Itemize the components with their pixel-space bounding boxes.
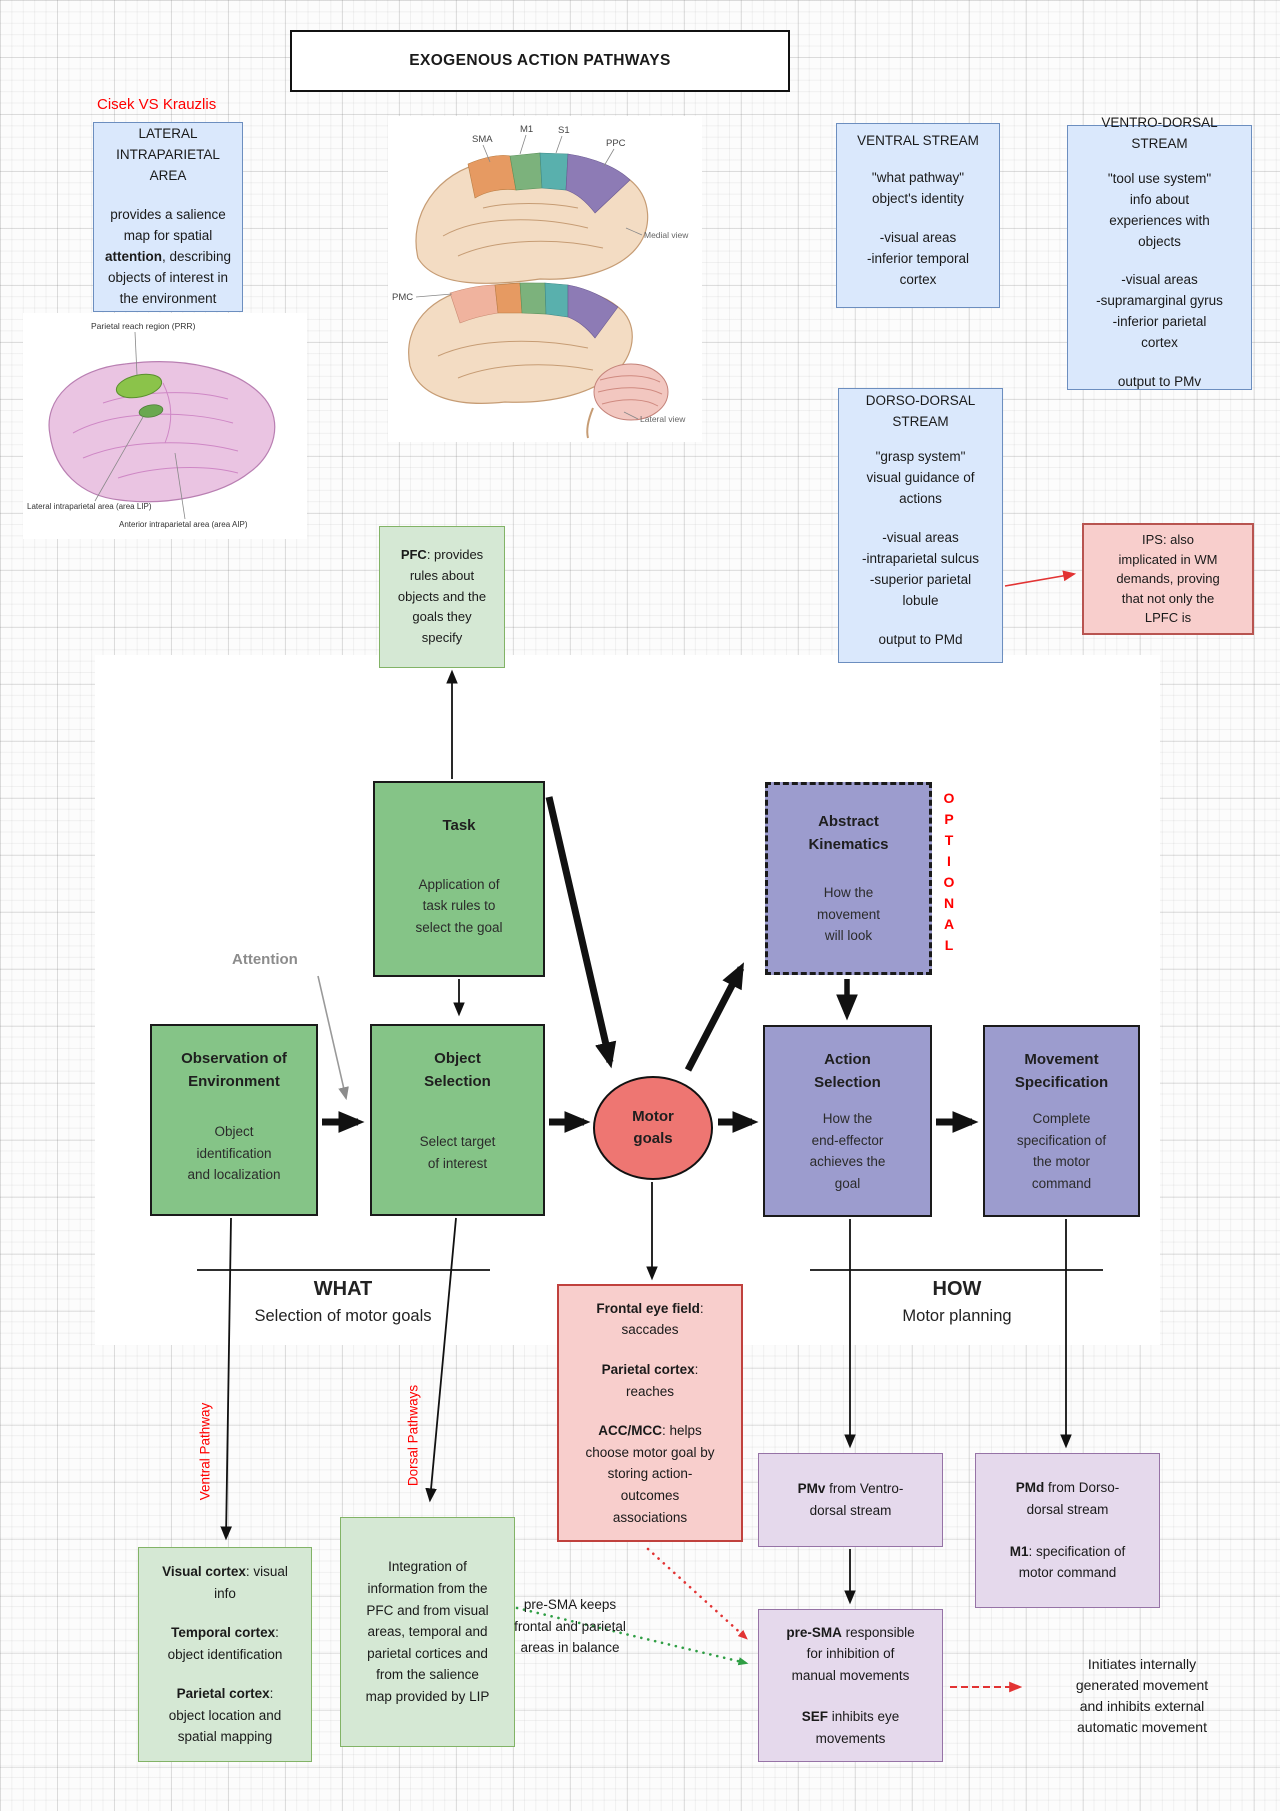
dorso-dorsal-p1: "grasp system" visual guidance of action…	[866, 449, 975, 507]
ventral-stream-box: VENTRAL STREAM "what pathway" object's i…	[836, 123, 1000, 308]
lateral-view-brain	[408, 282, 669, 439]
node-motor-goals: Motor goals	[593, 1076, 713, 1180]
what-title: WHAT	[313, 1278, 373, 1300]
arrow-attention-to-object-selection	[317, 975, 349, 1101]
integration-text: Integration of information from the PFC …	[365, 1559, 490, 1704]
what-section-label: WHAT Selection of motor goals	[193, 1278, 493, 1326]
ventro-dorsal-p1: "tool use system" info about experiences…	[1107, 170, 1212, 249]
ventral-stream-p2: -visual areas -inferior temporal cortex	[866, 230, 970, 287]
visual-cortex-box: Visual cortex: visual info Temporal cort…	[138, 1547, 312, 1762]
label-m1: M1	[520, 124, 533, 135]
ventro-dorsal-p2: -visual areas -supramarginal gyrus -infe…	[1096, 272, 1223, 351]
presma-balance-note: pre-SMA keeps frontal and parietal areas…	[514, 1597, 626, 1656]
lip-region-highlight	[138, 404, 164, 418]
pmd-box: PMd from Dorso- dorsal stream M1: specif…	[975, 1453, 1160, 1608]
observation-title: Observation of Environment	[181, 1050, 287, 1090]
arrow-dorsal-pathway	[425, 1217, 457, 1503]
white-backdrop-flowchart	[95, 655, 1160, 1345]
pmd-text: PMd from Dorso- dorsal stream	[1015, 1480, 1120, 1517]
fef-item-parietal-cortex: Parietal cortex: reaches	[601, 1362, 699, 1399]
label-pmc: PMC	[392, 292, 413, 303]
observation-body: Object identification and localization	[187, 1124, 281, 1183]
label-aip: Anterior intraparietal area (area AIP)	[119, 520, 248, 529]
action-selection-title: Action Selection	[814, 1051, 881, 1091]
lip-body: provides a salience map for spatial atte…	[104, 207, 232, 306]
ventro-dorsal-title: VENTRO-DORSAL STREAM	[1101, 114, 1218, 151]
attention-label: Attention	[232, 951, 298, 968]
pmv-box: PMv from Ventro- dorsal stream	[758, 1453, 943, 1547]
node-task: Task Application of task rules to select…	[373, 781, 545, 977]
parietal-cortex-item: Parietal cortex: object location and spa…	[168, 1686, 282, 1745]
label-s1: S1	[558, 125, 570, 136]
arrow-ventral-pathway	[220, 1217, 233, 1541]
visual-cortex-item: Visual cortex: visual info	[162, 1563, 288, 1601]
object-selection-body: Select target of interest	[419, 1134, 496, 1171]
pmv-text: PMv from Ventro- dorsal stream	[797, 1481, 904, 1518]
parietal-regions-figure: Parietal reach region (PRR) Lateral intr…	[27, 321, 276, 529]
sef-text: SEF inhibits eye movements	[801, 1709, 900, 1746]
initiates-note: Initiates internally generated movement …	[1075, 1656, 1209, 1735]
ventral-pathway-label: Ventral Pathway	[197, 1402, 213, 1501]
fef-box: Frontal eye field: saccades Parietal cor…	[557, 1284, 743, 1542]
node-abstract-kinematics: Abstract Kinematics How the movement wil…	[765, 782, 932, 975]
label-sma: SMA	[472, 134, 493, 145]
presma-box: pre-SMA responsible for inhibition of ma…	[758, 1609, 943, 1762]
medial-view-brain	[415, 152, 649, 284]
label-lateral-view: Lateral view	[640, 414, 686, 424]
dotted-red-fef-to-presma	[646, 1547, 748, 1640]
dorso-dorsal-stream-box: DORSO-DORSAL STREAM "grasp system" visua…	[838, 388, 1003, 663]
node-object-selection: Object Selection Select target of intere…	[370, 1024, 545, 1216]
node-observation: Observation of Environment Object identi…	[150, 1024, 318, 1216]
ventro-dorsal-p3: output to PMv	[1117, 374, 1202, 390]
what-subtitle: Selection of motor goals	[254, 1307, 432, 1325]
ips-note-box: IPS: also implicated in WM demands, prov…	[1082, 523, 1254, 635]
pfc-note-box: PFC: provides rules about objects and th…	[379, 526, 505, 668]
fef-item-acc-mcc: ACC/MCC: helps choose motor goal by stor…	[585, 1423, 715, 1525]
optional-label: OPTIONAL	[941, 790, 957, 958]
node-action-selection: Action Selection How the end-effector ac…	[763, 1025, 932, 1217]
how-section-label: HOW Motor planning	[807, 1278, 1107, 1326]
cortical-map-figure: SMA M1 S1 PPC PMC Medial view Lateral vi…	[392, 124, 689, 439]
node-movement-spec: Movement Specification Complete specific…	[983, 1025, 1140, 1217]
task-body: Application of task rules to select the …	[415, 876, 503, 935]
prr-region-highlight	[115, 373, 163, 399]
page-title: EXOGENOUS ACTION PATHWAYS	[409, 52, 671, 69]
abstract-kinematics-body: How the movement will look	[816, 885, 881, 944]
how-subtitle: Motor planning	[902, 1307, 1012, 1325]
object-selection-title: Object Selection	[424, 1050, 491, 1090]
abstract-kinematics-title: Abstract Kinematics	[808, 813, 889, 853]
integration-box: Integration of information from the PFC …	[340, 1517, 515, 1747]
how-title: HOW	[932, 1278, 982, 1300]
dorsal-pathways-label: Dorsal Pathways	[405, 1384, 421, 1487]
dorso-dorsal-title: DORSO-DORSAL STREAM	[865, 393, 976, 430]
movement-spec-title: Movement Specification	[1014, 1051, 1109, 1091]
lip-stream-box: LATERAL INTRAPARIETAL AREA provides a sa…	[93, 122, 243, 312]
label-ppc: PPC	[606, 138, 626, 149]
pfc-note-text: PFC: provides rules about objects and th…	[397, 547, 487, 646]
dorso-dorsal-p3: output to PMd	[878, 631, 963, 647]
arrow-motor-goals-to-abstract-kinematics	[684, 962, 745, 1072]
task-title: Task	[442, 817, 476, 834]
temporal-cortex-item: Temporal cortex: object identification	[167, 1625, 283, 1662]
ventral-stream-p1: "what pathway" object's identity	[871, 170, 965, 207]
arrow-task-to-motor-goals	[545, 796, 617, 1069]
title-box: EXOGENOUS ACTION PATHWAYS	[290, 30, 790, 92]
label-medial-view: Medial view	[644, 230, 689, 240]
lip-title: LATERAL INTRAPARIETAL AREA	[116, 126, 220, 184]
arrow-dorso-dorsal-to-ips	[1004, 570, 1077, 587]
label-lip: Lateral intraparietal area (area LIP)	[27, 502, 152, 511]
fef-item-frontal-eye-field: Frontal eye field: saccades	[596, 1300, 704, 1338]
ventral-stream-title: VENTRAL STREAM	[857, 133, 979, 149]
ips-note-text: IPS: also implicated in WM demands, prov…	[1116, 532, 1220, 626]
motor-goals-title: Motor goals	[632, 1107, 674, 1148]
action-selection-body: How the end-effector achieves the goal	[809, 1111, 886, 1191]
movement-spec-body: Complete specification of the motor comm…	[1016, 1111, 1107, 1191]
dorso-dorsal-p2: -visual areas -intraparietal sulcus -sup…	[861, 530, 980, 608]
label-prr: Parietal reach region (PRR)	[91, 321, 196, 331]
presma-text: pre-SMA responsible for inhibition of ma…	[786, 1624, 915, 1683]
m1-text: M1: specification of motor command	[1009, 1543, 1126, 1581]
subtitle-cisek-vs-krauzlis: Cisek VS Krauzlis	[97, 96, 217, 113]
ventro-dorsal-stream-box: VENTRO-DORSAL STREAM "tool use system" i…	[1067, 115, 1252, 390]
